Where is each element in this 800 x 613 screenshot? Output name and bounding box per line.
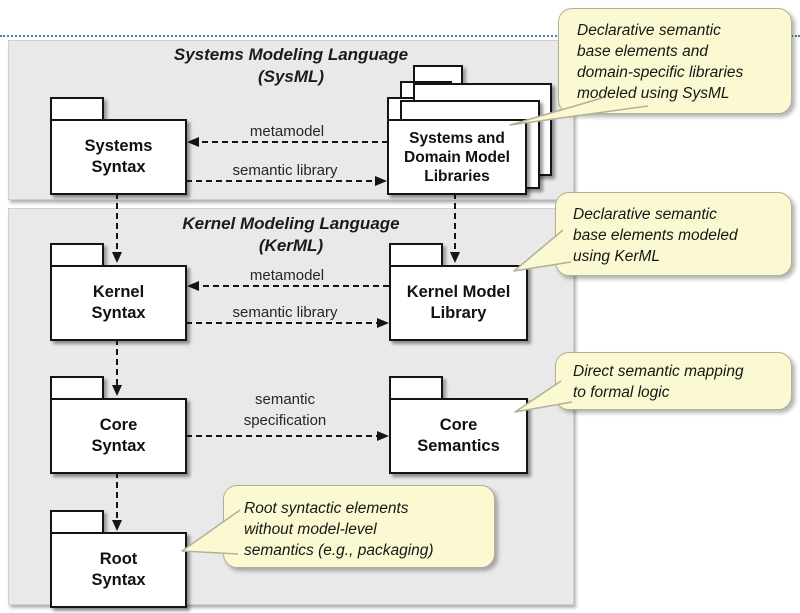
- label-line: Syntax: [91, 304, 146, 322]
- package-systems-syntax: Systems Syntax: [50, 119, 187, 195]
- label-line: Library: [430, 304, 487, 322]
- section-sysml-title-line2: (SysML): [257, 67, 325, 86]
- callout-line: Declarative semantic: [573, 206, 717, 223]
- label-line: Domain Model: [404, 148, 510, 166]
- package-kernel-syntax: Kernel Syntax: [50, 265, 187, 341]
- package-core-syntax: Core Syntax: [50, 398, 187, 474]
- label-line: Core: [99, 416, 138, 434]
- callout-line: Declarative semantic: [577, 22, 721, 39]
- label-line: Libraries: [424, 167, 490, 185]
- package-kernel-model-library: Kernel Model Library: [389, 265, 528, 341]
- callout-root-note: Root syntactic elements without model-le…: [223, 485, 495, 568]
- label-line: Kernel Model: [406, 283, 511, 301]
- package-kernel-model-library-label: Kernel Model Library: [407, 282, 511, 324]
- callout-core-note: Direct semantic mapping to formal logic: [555, 352, 792, 410]
- callout-line: without model-level: [244, 521, 377, 538]
- label-line: Systems and: [409, 129, 505, 147]
- label-line: specification: [243, 412, 327, 429]
- callout-line: using KerML: [573, 248, 661, 265]
- arrow-label-semantic-specification: semantic specification: [205, 389, 365, 431]
- arrow-label-kerml-semantic-library: semantic library: [232, 304, 338, 321]
- label-line: Semantics: [417, 437, 500, 455]
- section-sysml-title-line1: Systems Modeling Language: [173, 45, 409, 64]
- package-systems-syntax-label: Systems Syntax: [85, 136, 153, 178]
- callout-line: Direct semantic mapping: [573, 363, 744, 380]
- package-kernel-syntax-label: Kernel Syntax: [91, 282, 145, 324]
- callout-line: base elements modeled: [573, 227, 738, 244]
- arrow-label-kerml-metamodel: metamodel: [249, 267, 325, 284]
- label-line: semantic: [254, 391, 316, 408]
- label-line: Systems: [84, 137, 153, 155]
- label-line: Syntax: [91, 158, 146, 176]
- package-root-syntax: Root Syntax: [50, 532, 187, 608]
- section-kerml-title-line1: Kernel Modeling Language: [182, 214, 400, 233]
- package-core-syntax-label: Core Syntax: [91, 415, 145, 457]
- arrow-label-sysml-metamodel: metamodel: [249, 123, 325, 140]
- callout-line: base elements and: [577, 43, 708, 60]
- package-core-semantics: Core Semantics: [389, 398, 528, 474]
- label-line: Root: [99, 550, 138, 568]
- label-line: Syntax: [91, 437, 146, 455]
- label-line: Syntax: [91, 571, 146, 589]
- callout-sysml-note: Declarative semantic base elements and d…: [558, 8, 792, 114]
- label-line: Core: [439, 416, 478, 434]
- callout-kerml-note: Declarative semantic base elements model…: [555, 192, 792, 276]
- callout-sysml-note-text: Declarative semantic base elements and d…: [577, 20, 743, 104]
- section-sysml-title: Systems Modeling Language (SysML): [9, 44, 573, 88]
- package-core-semantics-label: Core Semantics: [417, 415, 500, 457]
- package-root-syntax-label: Root Syntax: [91, 549, 145, 591]
- callout-line: to formal logic: [573, 384, 670, 401]
- package-systems-domain-libraries-label: Systems and Domain Model Libraries: [404, 129, 510, 186]
- label-line: Kernel: [92, 283, 145, 301]
- callout-line: Root syntactic elements: [244, 500, 409, 517]
- section-kerml-title-line2: (KerML): [258, 236, 324, 255]
- callout-line: domain-specific libraries: [577, 64, 744, 81]
- top-dotted-divider: [0, 35, 800, 37]
- arrow-label-sysml-semantic-library: semantic library: [232, 162, 338, 179]
- callout-line: modeled using SysML: [577, 85, 730, 102]
- section-kerml-title: Kernel Modeling Language (KerML): [9, 213, 573, 257]
- callout-line: semantics (e.g., packaging): [244, 542, 434, 559]
- callout-core-note-text: Direct semantic mapping to formal logic: [573, 361, 744, 403]
- callout-root-note-text: Root syntactic elements without model-le…: [244, 498, 434, 561]
- callout-kerml-note-text: Declarative semantic base elements model…: [573, 204, 738, 267]
- package-systems-domain-libraries: Systems and Domain Model Libraries: [387, 119, 527, 195]
